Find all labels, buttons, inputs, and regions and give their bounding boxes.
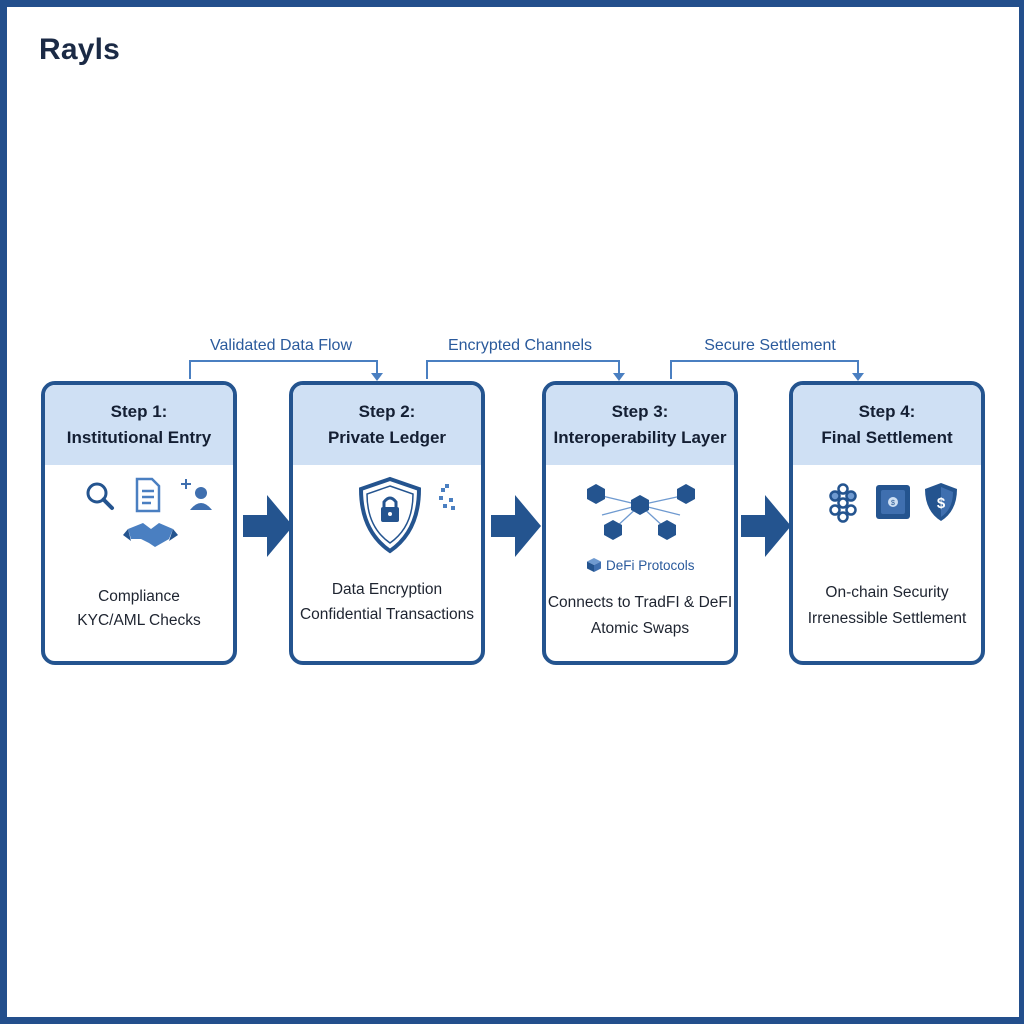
shield-dollar-icon: $	[925, 483, 957, 521]
step-title: Interoperability Layer	[553, 428, 727, 447]
step-description-line-2: Confidential Transactions	[299, 606, 475, 623]
step-icons	[587, 484, 695, 540]
step-icons	[358, 476, 455, 554]
step-number: Step 2:	[358, 402, 416, 421]
flow-arrow-2	[491, 495, 541, 557]
step-icons: $ $	[829, 483, 957, 523]
user-add-icon	[181, 479, 212, 510]
step-card-4: Step 4: Final Settlement $	[789, 381, 985, 665]
connector-lines	[189, 360, 864, 381]
handshake-icon	[123, 523, 178, 547]
svg-text:$: $	[891, 500, 895, 507]
defi-protocols-badge: DeFi Protocols	[586, 557, 695, 573]
connector-label-2: Encrypted Channels	[447, 337, 593, 354]
step-card-1: Step 1: Institutional Entry	[41, 381, 237, 665]
step-card-header: Step 3: Interoperability Layer	[546, 385, 734, 465]
step-description-line-1: Connects to TradFI & DeFI	[547, 594, 733, 611]
step-icons	[86, 477, 212, 547]
magnifier-icon	[86, 482, 114, 510]
step-description-line-1: Data Encryption	[331, 581, 443, 598]
step-card-3: Step 3: Interoperability Layer	[542, 381, 738, 665]
connector-label-3: Secure Settlement	[704, 337, 836, 354]
step-card-header: Step 2: Private Ledger	[293, 385, 481, 465]
step-description-line-2: Irrenessible Settlement	[807, 610, 967, 627]
step-title: Final Settlement	[821, 428, 953, 447]
flow-arrow-3	[741, 495, 791, 557]
step-number: Step 1:	[110, 402, 168, 421]
step-number: Step 4:	[858, 402, 916, 421]
step-card-header: Step 4: Final Settlement	[793, 385, 981, 465]
pixel-dots-icon	[439, 484, 455, 510]
step-number: Step 3:	[611, 402, 669, 421]
step-description-line-2: KYC/AML Checks	[77, 612, 201, 629]
step-title: Private Ledger	[327, 428, 447, 447]
flow-arrow-1	[243, 495, 293, 557]
step-description-line-2: Atomic Swaps	[590, 620, 690, 637]
step-description-line-1: On-chain Security	[825, 584, 949, 601]
defi-protocols-label: DeFi Protocols	[606, 557, 695, 573]
vault-icon: $	[876, 485, 910, 519]
cube-icon	[587, 558, 601, 572]
brand-title: Rayls	[39, 33, 121, 66]
node-cluster-icon	[829, 483, 857, 523]
step-card-2: Step 2: Private Ledger Data Encryption C…	[289, 381, 485, 665]
step-card-header: Step 1: Institutional Entry	[45, 385, 233, 465]
step-title: Institutional Entry	[66, 428, 212, 447]
step-description-line-1: Compliance	[98, 588, 180, 605]
document-icon	[135, 477, 161, 513]
svg-text:$: $	[937, 495, 946, 512]
shield-lock-icon	[358, 476, 422, 554]
connector-label-1: Validated Data Flow	[210, 337, 352, 354]
hexagon-network-icon	[587, 484, 695, 540]
